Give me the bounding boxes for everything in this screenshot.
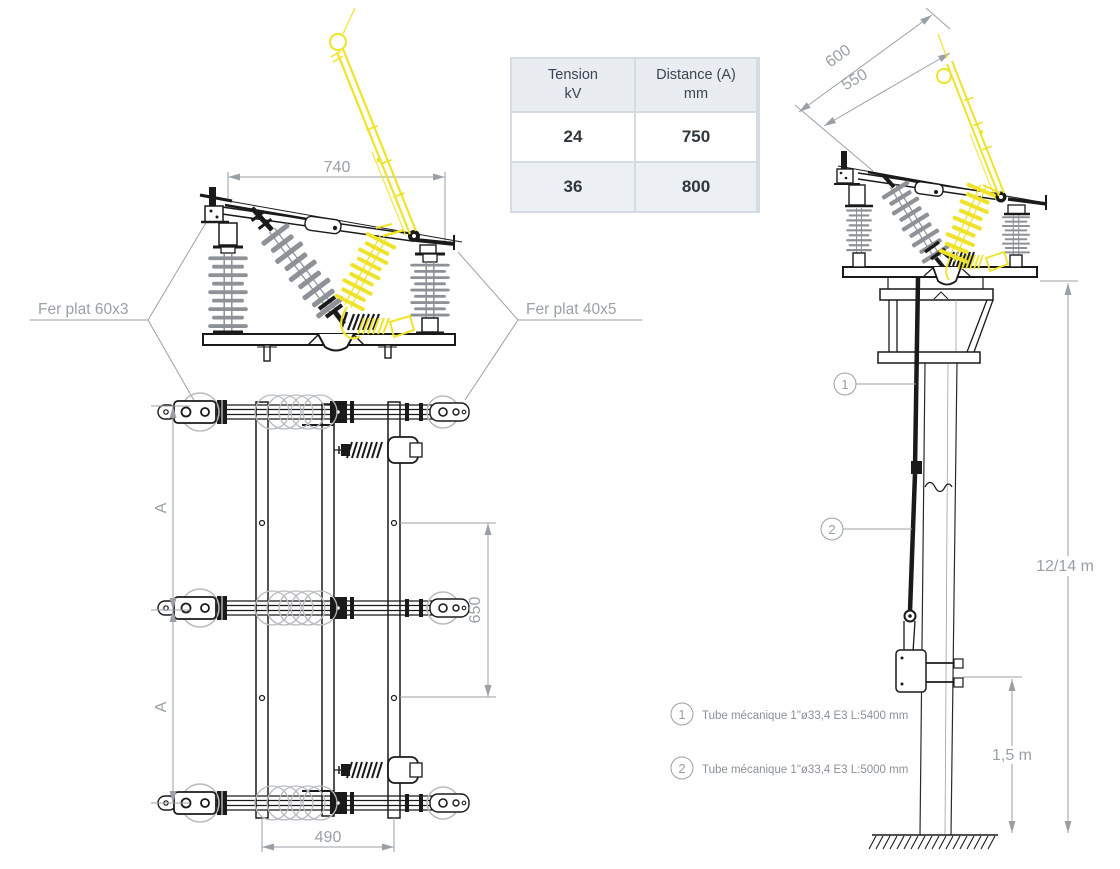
fer-plat-40x5-label: Fer plat 40x5 [526,301,616,318]
operating-handle [895,620,964,693]
table-cell-tension-36: 36 [512,163,634,211]
plan-phase-row-3 [157,783,470,823]
label-fer-plat-left: Fer plat 60x3 [30,220,208,405]
callout-1-number: 1 [841,377,848,392]
pole [919,362,958,836]
plan-dimension-490: 490 [261,818,395,852]
front-left-insulator [201,187,248,334]
note-1-text: Tube mécanique 1"ø33,4 E3 L:5400 mm [702,710,908,722]
note-2-text: Tube mécanique 1"ø33,4 E3 L:5000 mm [702,764,908,776]
plan-phase-row-2 [157,588,470,628]
table-header-distance-line2: mm [683,86,709,102]
front-dimension-740: 740 [227,159,446,243]
front-dim-width-label: 740 [324,159,351,176]
table-header-tension: Tension kV [512,59,634,111]
table-header-distance-line1: Distance (A) [656,67,736,84]
operating-tube-2 [903,473,918,623]
table-row: 36 800 [512,163,758,211]
table-cell-distance-800: 800 [636,163,756,211]
plan-spring-top [338,436,423,464]
front-tilted-insulator-closed [250,206,346,326]
plan-view: A A 650 490 [151,392,496,852]
front-saddle [317,333,355,352]
side-view: 600 550 [794,7,1104,850]
plan-dim-A1-label: A [153,502,170,513]
front-main-arm [199,193,463,250]
table-header-distance: Distance (A) mm [636,59,756,111]
note-2: 2 Tube mécanique 1"ø33,4 E3 L:5000 mm [670,756,908,780]
table-header-tension-line1: Tension [548,67,598,84]
side-dimension-handle-height: 1,5 m [963,676,1038,833]
side-dim-pole-height-label: 12/14 m [1036,558,1094,575]
side-dimension-pole-height: 12/14 m [1028,280,1104,833]
table-cell-distance-750: 750 [636,113,756,161]
notes: 1 Tube mécanique 1"ø33,4 E3 L:5400 mm 2 … [670,702,908,780]
plan-dimension-A2: A [151,610,190,804]
label-fer-plat-right: Fer plat 40x5 [457,251,642,401]
side-dim-600-label: 600 [823,42,855,72]
table-header-row: Tension kV Distance (A) mm [512,59,758,111]
front-open-blade [329,7,418,237]
table-header-tension-line2: kV [564,86,582,102]
side-dim-handle-height-label: 1,5 m [992,747,1032,764]
callout-2-number: 2 [828,522,835,537]
plan-dimension-A1: A [151,405,190,611]
side-dim-550-label: 550 [839,66,871,94]
plan-dim-490-label: 490 [315,829,342,846]
plan-spring-bottom [338,756,423,784]
fer-plat-60x3-label: Fer plat 60x3 [38,301,128,318]
plan-dim-A2-label: A [153,701,170,712]
front-springs [340,311,416,339]
callout-2: 2 [820,517,912,541]
note-1-ref: 1 [678,707,685,722]
front-tilted-insulator-open [332,223,405,340]
voltage-distance-table: Tension kV Distance (A) mm 24 750 36 800 [510,57,760,213]
front-view: 740 Fer plat 60x3 Fer plat 40x5 [30,7,642,405]
table-row: 24 750 [512,113,758,161]
plan-dim-650-label: 650 [467,597,484,624]
side-top-assembly [834,33,1048,286]
note-1: 1 Tube mécanique 1"ø33,4 E3 L:5400 mm [670,702,908,726]
note-2-ref: 2 [678,761,685,776]
pole-break-symbol [924,481,953,493]
side-dimension-600-550: 600 550 [794,7,951,172]
operating-tube-1 [911,277,922,474]
plan-dimension-650: 650 [400,522,496,698]
ground-symbol [868,834,998,850]
table-cell-tension-24: 24 [512,113,634,161]
callout-1: 1 [833,372,916,396]
front-right-insulator [410,244,450,335]
